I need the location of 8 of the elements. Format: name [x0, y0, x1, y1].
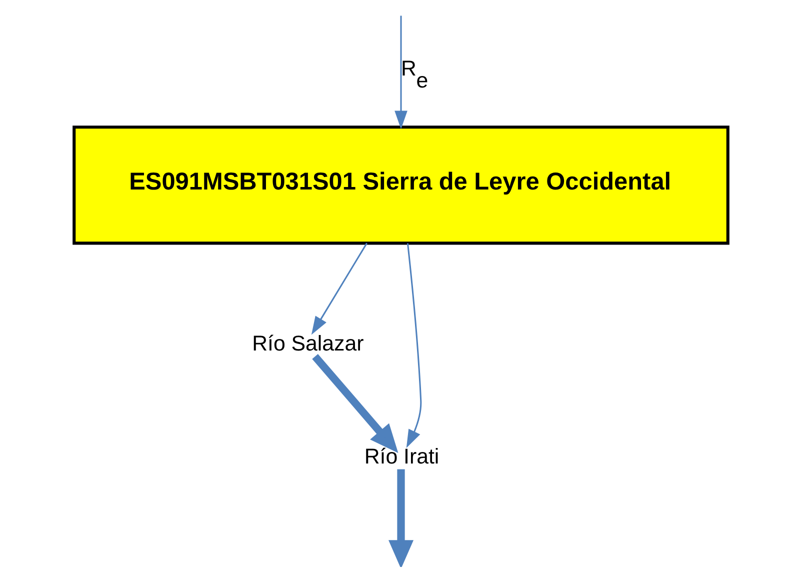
arrow — [310, 242, 367, 335]
node-text: Río Salazar — [252, 331, 364, 356]
arrow — [406, 243, 422, 448]
arrow — [312, 354, 398, 454]
node-text: Río Irati — [364, 444, 439, 468]
node-box: ES091MSBT031S01 Sierra de Leyre Occidental — [72, 126, 729, 245]
arrow — [388, 469, 414, 567]
arrow — [394, 16, 407, 130]
